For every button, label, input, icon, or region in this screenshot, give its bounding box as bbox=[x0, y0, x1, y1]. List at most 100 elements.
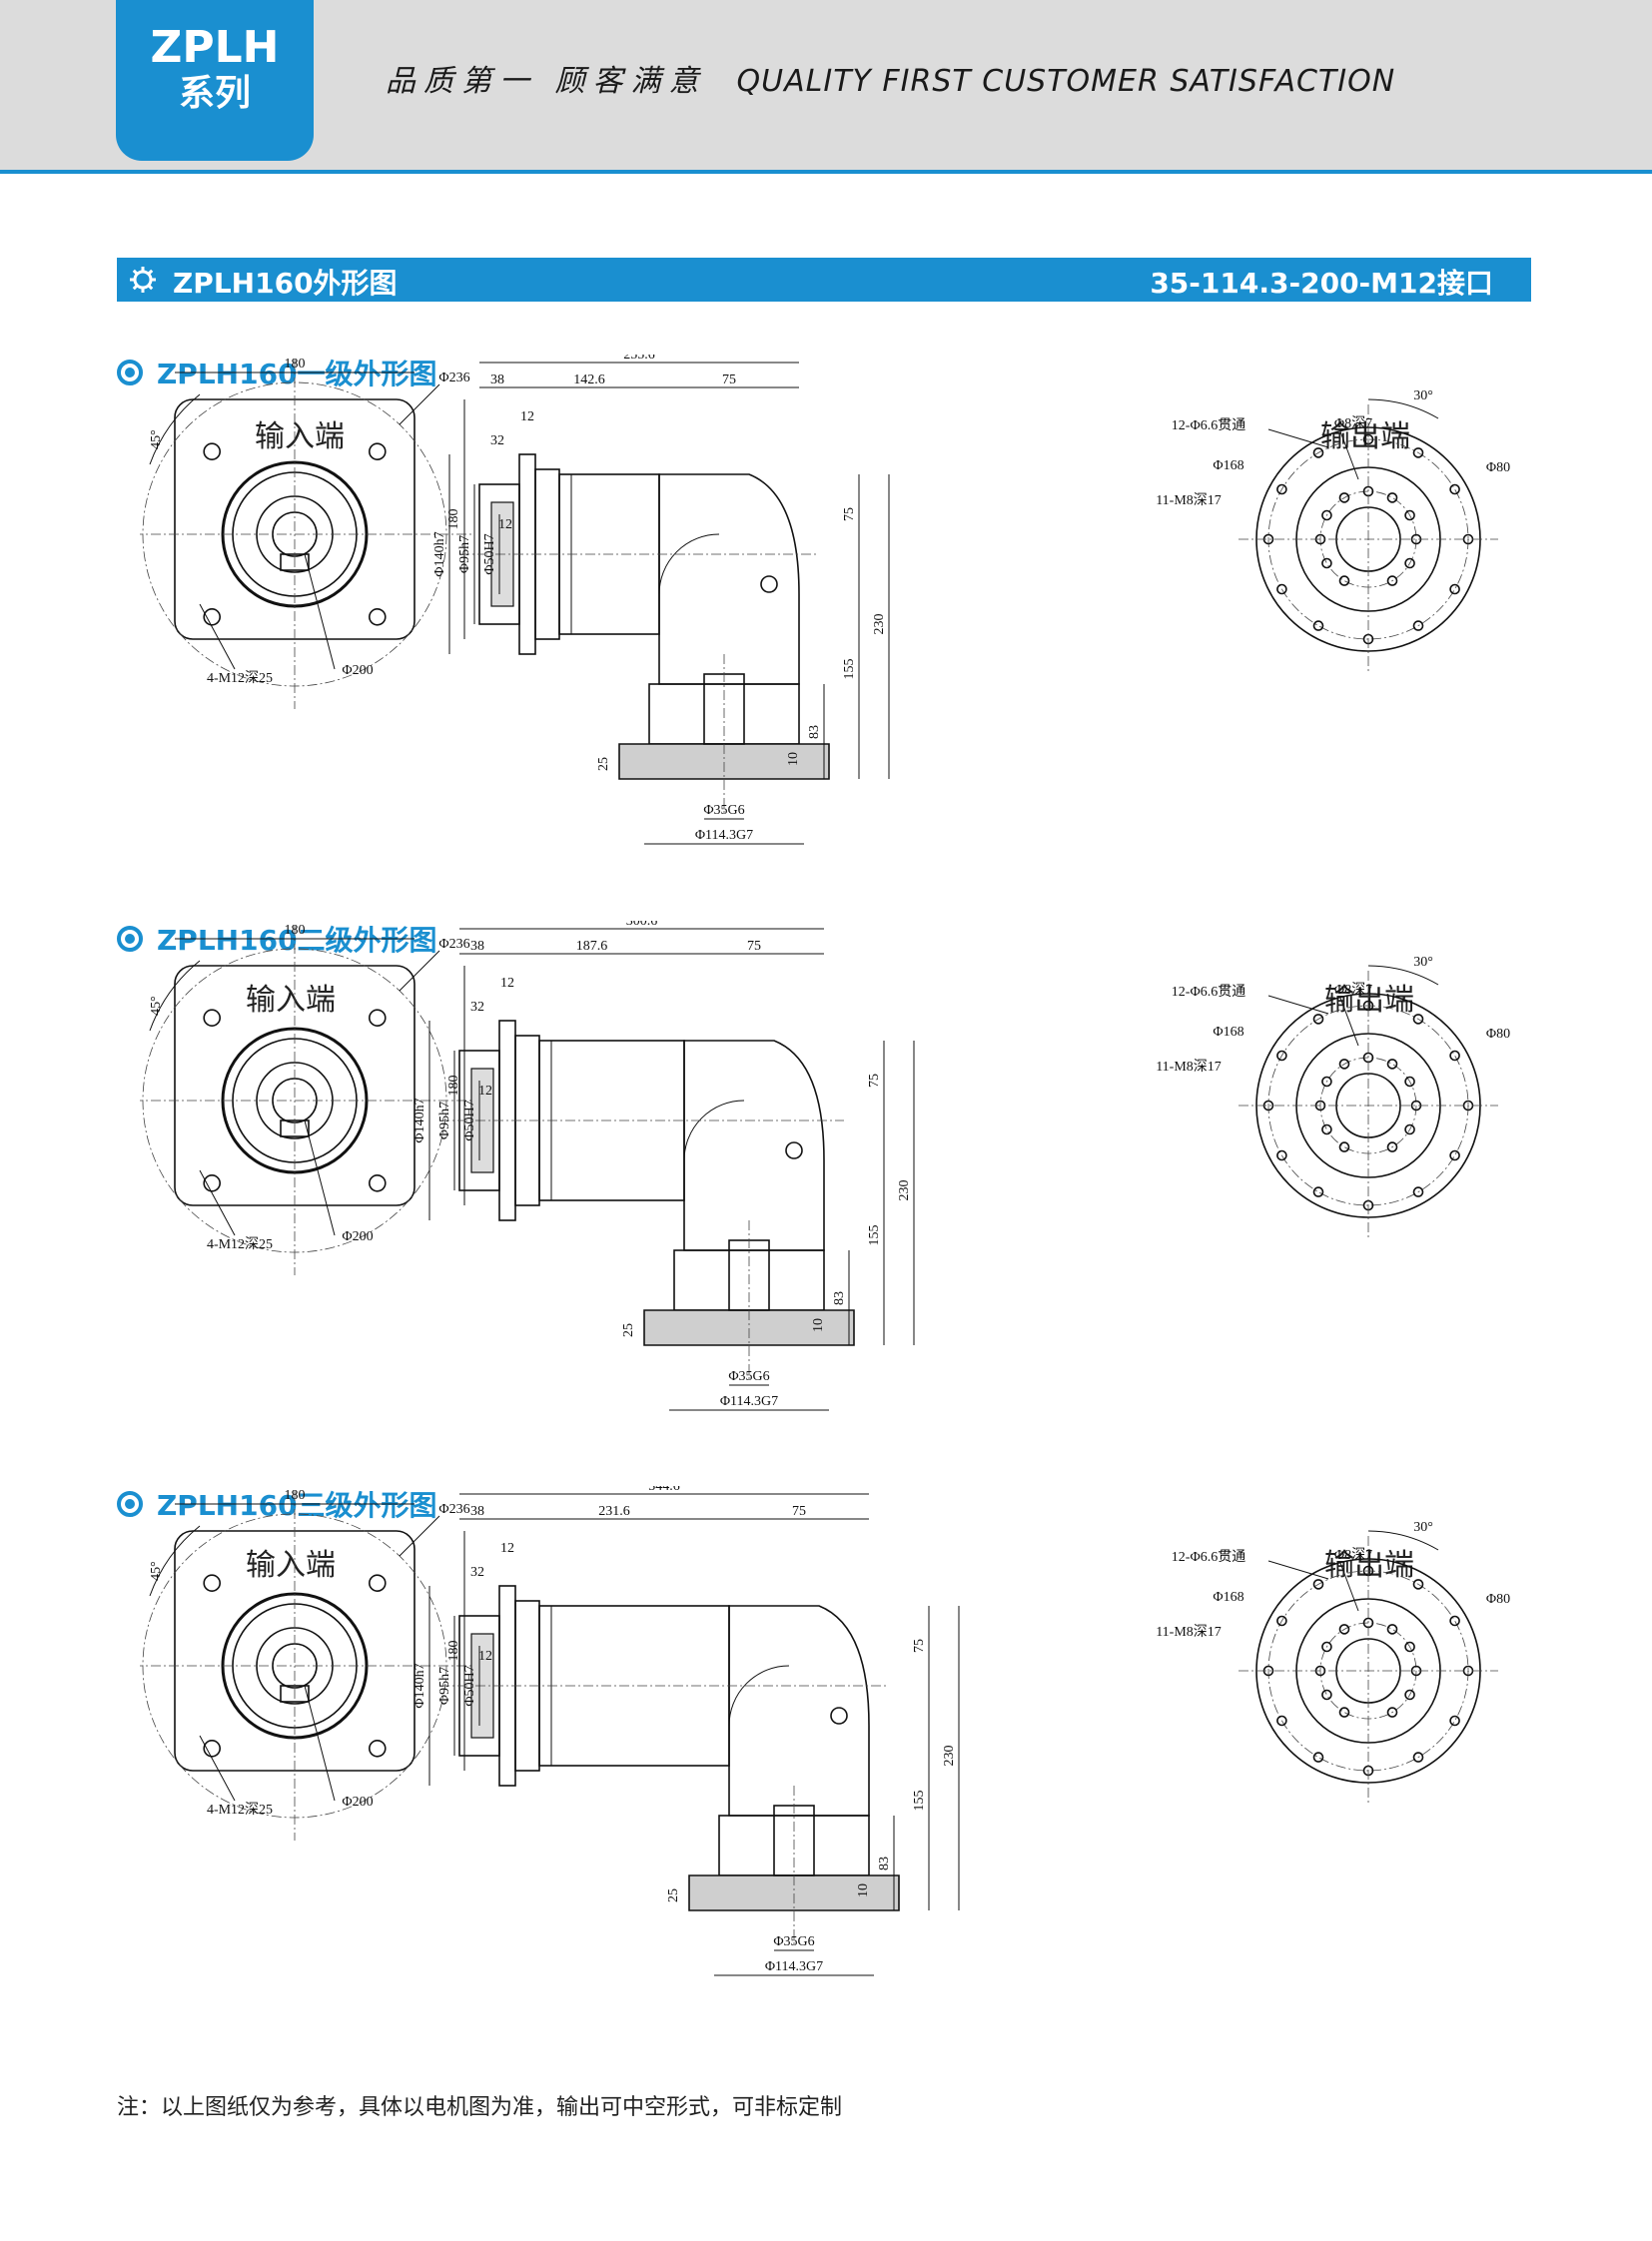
dim-out-168: Φ168 bbox=[1213, 1590, 1243, 1605]
dim-out-holes: 12-Φ6.6贯通 bbox=[1172, 984, 1245, 1000]
section-heading-1: ZPLH160一级外形图 bbox=[117, 353, 437, 392]
dim-side12: 12 bbox=[478, 1084, 492, 1099]
bullet-icon bbox=[117, 1491, 143, 1517]
title-right: 35-114.3-200-M12接口 bbox=[1150, 267, 1493, 300]
series-tab: ZPLH 系列 bbox=[116, 0, 314, 161]
bullet-icon bbox=[117, 360, 143, 385]
dim-dia200: Φ200 bbox=[342, 663, 373, 678]
dim-12: 12 bbox=[520, 409, 534, 424]
dim-h75: 75 bbox=[842, 507, 857, 521]
dim-out-pin: Φ8深7 bbox=[1334, 415, 1372, 431]
angle-arc bbox=[149, 393, 201, 465]
leader bbox=[1339, 997, 1359, 1047]
tapped-hole bbox=[1321, 557, 1332, 569]
through-hole bbox=[1312, 1579, 1324, 1590]
bolt-hole bbox=[369, 1173, 387, 1192]
dim-side12: 12 bbox=[498, 517, 512, 532]
angle-arc bbox=[1367, 965, 1439, 986]
dim-h155: 155 bbox=[842, 659, 857, 680]
leader bbox=[399, 950, 440, 992]
dim-angle: 45° bbox=[149, 429, 164, 449]
dim-out-tapped: 11-M8深17 bbox=[1156, 1624, 1222, 1640]
dim-dia140: Φ140h7 bbox=[413, 1663, 427, 1708]
dim-out-holes: 12-Φ6.6贯通 bbox=[1172, 417, 1245, 433]
tapped-hole bbox=[1386, 492, 1398, 503]
dim-h75: 75 bbox=[912, 1639, 927, 1653]
dim-mid: 231.6 bbox=[598, 1504, 630, 1519]
section-heading-3: ZPLH160三级外形图 bbox=[117, 1484, 437, 1524]
leader bbox=[304, 1685, 336, 1802]
tapped-hole bbox=[1404, 509, 1415, 521]
tapped-hole bbox=[1386, 1624, 1398, 1635]
dim-dia140: Φ140h7 bbox=[413, 1098, 427, 1142]
dim-pcd: Φ236 bbox=[438, 937, 469, 952]
bolt-hole bbox=[203, 607, 221, 626]
dim-h25: 25 bbox=[596, 757, 611, 771]
through-hole bbox=[1449, 1050, 1460, 1062]
tapped-hole bbox=[1386, 1059, 1398, 1070]
input-label-1: 输入端 bbox=[255, 419, 345, 454]
dim-38: 38 bbox=[490, 373, 504, 387]
tapped-hole bbox=[1338, 1059, 1350, 1070]
dim-angle: 45° bbox=[149, 1561, 164, 1581]
through-hole bbox=[1449, 1715, 1460, 1727]
dim-pcd: Φ236 bbox=[438, 1502, 469, 1517]
bolt-hole bbox=[369, 1574, 387, 1592]
dim-mid: 187.6 bbox=[576, 939, 608, 954]
title-left: ZPLH160外形图 bbox=[173, 267, 398, 300]
bolt-hole bbox=[369, 1739, 387, 1758]
dim-h83: 83 bbox=[807, 725, 822, 739]
bolt-hole bbox=[203, 442, 221, 460]
input-label-3: 输入端 bbox=[246, 1548, 336, 1583]
dim-h10: 10 bbox=[786, 752, 801, 766]
dim-bolts: 4-M12深25 bbox=[207, 670, 273, 686]
dim-out-80: Φ80 bbox=[1486, 1027, 1510, 1042]
angle-arc bbox=[1367, 398, 1439, 419]
tapped-hole bbox=[1321, 1689, 1332, 1701]
dim-38: 38 bbox=[470, 939, 484, 954]
dim-out-holes: 12-Φ6.6贯通 bbox=[1172, 1549, 1245, 1565]
bolt-hole bbox=[369, 442, 387, 460]
leader bbox=[1339, 430, 1359, 480]
tapped-hole bbox=[1404, 1123, 1415, 1135]
tapped-hole bbox=[1404, 1641, 1415, 1653]
dim-dia50: Φ50H7 bbox=[462, 1665, 477, 1706]
dim-dia50: Φ50H7 bbox=[462, 1100, 477, 1140]
tapped-hole bbox=[1321, 509, 1332, 521]
bullet-icon bbox=[117, 926, 143, 952]
dim-32: 32 bbox=[470, 1000, 484, 1015]
dim-h83: 83 bbox=[832, 1291, 847, 1305]
input-label-2: 输入端 bbox=[246, 983, 336, 1018]
tapped-hole bbox=[1338, 492, 1350, 503]
dim-h10: 10 bbox=[811, 1318, 826, 1332]
leader bbox=[304, 1120, 336, 1236]
leader bbox=[304, 553, 336, 670]
through-hole bbox=[1276, 1615, 1287, 1627]
tapped-hole bbox=[1404, 1076, 1415, 1088]
slogan-cn: 品质第一 顾客满意 bbox=[386, 64, 707, 99]
dim-dia35: Φ35G6 bbox=[773, 1934, 814, 1949]
section-heading-2: ZPLH160二级外形图 bbox=[117, 919, 437, 959]
dim-dia140: Φ140h7 bbox=[432, 531, 447, 576]
dim-out-tapped: 11-M8深17 bbox=[1156, 492, 1222, 508]
dim-dia114: Φ114.3G7 bbox=[765, 1959, 823, 1974]
tapped-hole bbox=[1404, 557, 1415, 569]
tapped-hole bbox=[1386, 1141, 1398, 1152]
output-flange bbox=[618, 743, 830, 780]
series-suffix: 系列 bbox=[178, 73, 251, 114]
dim-flange-width: 180 bbox=[285, 1488, 306, 1503]
dim-bolts: 4-M12深25 bbox=[207, 1802, 273, 1818]
angle-head bbox=[683, 1040, 825, 1251]
dim-38: 38 bbox=[470, 1504, 484, 1519]
through-hole bbox=[1412, 620, 1424, 631]
dim-h230: 230 bbox=[942, 1746, 957, 1767]
gear-icon bbox=[130, 267, 156, 293]
dim-12: 12 bbox=[500, 976, 514, 991]
through-hole bbox=[1412, 1014, 1424, 1025]
output-label-1: 输出端 bbox=[1320, 419, 1410, 454]
